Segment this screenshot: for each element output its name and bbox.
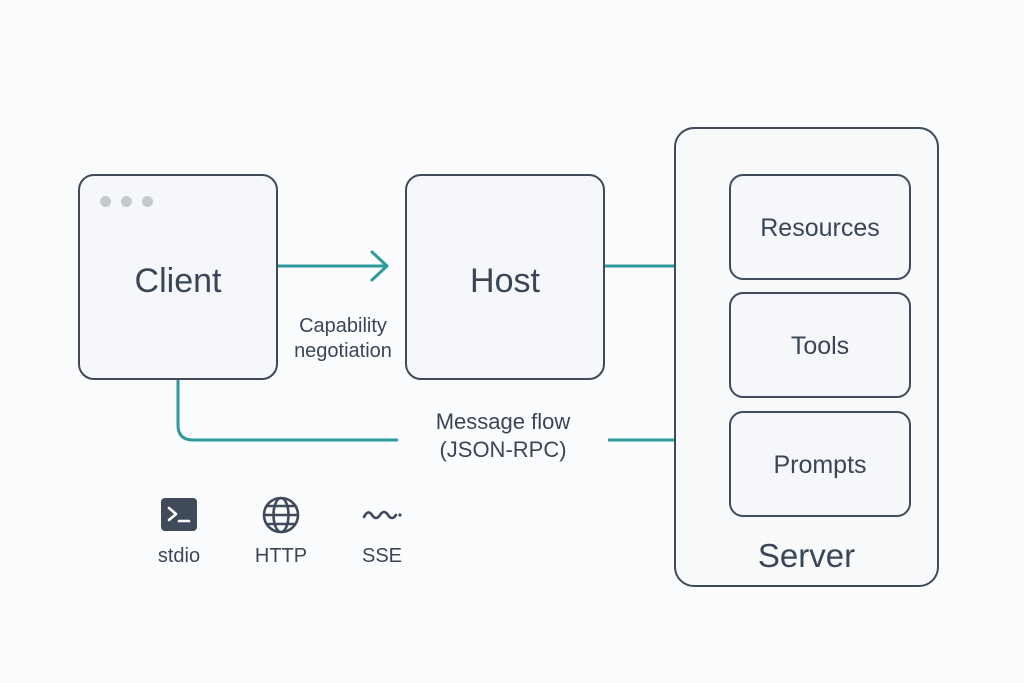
http-label: HTTP	[254, 545, 308, 567]
window-dot-icon	[100, 196, 111, 207]
client-label: Client	[134, 262, 222, 300]
tools-node: Tools	[729, 292, 911, 398]
capability-negotiation-label: Capability negotiation	[278, 314, 408, 364]
window-dot-icon	[121, 196, 132, 207]
server-node: Resources Tools Prompts Server	[674, 127, 939, 587]
message-flow-arrow	[176, 379, 712, 442]
wave-icon	[362, 510, 402, 520]
capability-label-line: Capability	[299, 315, 387, 337]
window-dots	[100, 196, 153, 207]
server-label: Server	[757, 537, 856, 574]
resources-label: Resources	[760, 214, 880, 242]
window-dot-icon	[142, 196, 153, 207]
tools-label: Tools	[790, 332, 850, 360]
host-node: Host	[405, 174, 605, 380]
resources-node: Resources	[729, 174, 911, 280]
stdio-label: stdio	[157, 545, 201, 567]
host-label: Host	[470, 262, 540, 300]
message-label-line: Message flow	[435, 409, 571, 434]
message-label-line: (JSON-RPC)	[439, 436, 567, 462]
prompts-node: Prompts	[729, 411, 911, 517]
client-node: Client	[78, 174, 278, 380]
globe-icon	[262, 496, 300, 534]
sse-label: SSE	[361, 545, 403, 567]
capability-label-line: negotiation	[294, 340, 392, 362]
client-to-host-arrowhead	[370, 250, 389, 282]
terminal-icon	[161, 498, 197, 531]
prompts-label: Prompts	[773, 451, 867, 479]
message-flow-label: Message flow (JSON-RPC)	[398, 408, 608, 463]
